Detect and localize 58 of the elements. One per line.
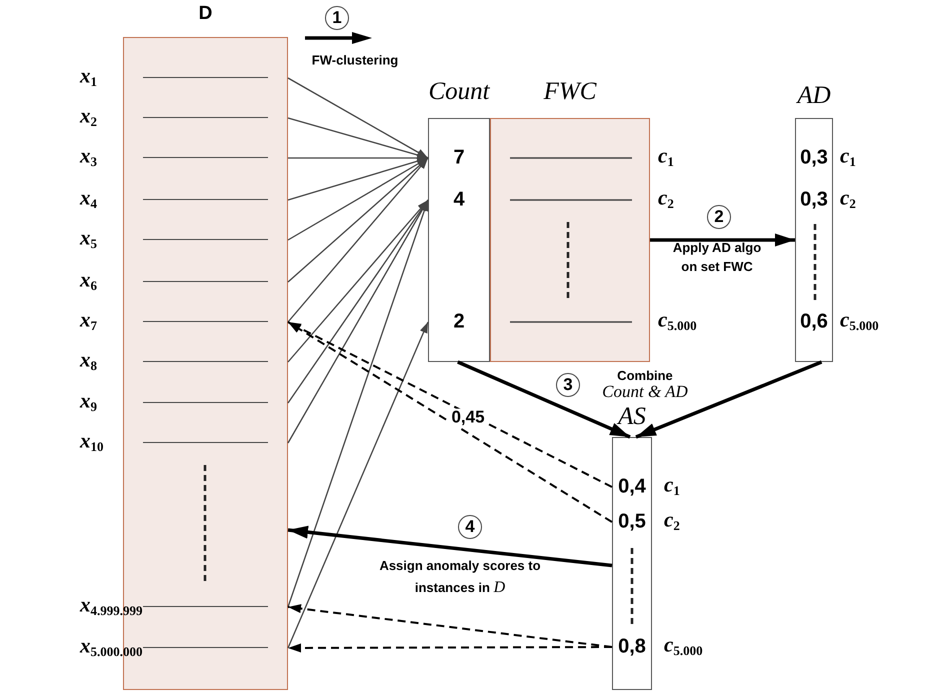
dashed-arrow: [288, 643, 612, 652]
row-label: x$_{2}$: [80, 103, 97, 130]
score-value: 0,3: [800, 188, 828, 212]
score-value: 0,6: [800, 310, 828, 334]
edge-label: Apply AD algo on set FWC: [672, 239, 762, 276]
score-value: 0,4: [618, 476, 646, 498]
arrow: [287, 200, 429, 444]
score-value: 0,5: [618, 510, 646, 534]
dashed-arrow: [287, 321, 613, 523]
step-number: 2: [707, 205, 731, 229]
cluster-label: c$_{2}$: [840, 185, 856, 212]
row-label: x$_{5}$: [80, 225, 97, 252]
arrow: [287, 322, 429, 648]
cluster-label: c$_{5.000}$: [664, 632, 703, 659]
step-number: 3: [556, 373, 580, 397]
edge-label: Assign anomaly scores to instances in D: [378, 556, 542, 598]
row-label: x$_{9}$: [80, 388, 97, 415]
cluster-label: c$_{1}$: [664, 472, 680, 499]
arrow: [288, 200, 428, 362]
count-value: 4: [453, 188, 465, 212]
score-value: 0,3: [800, 146, 828, 170]
cluster-label: c$_{2}$: [664, 507, 680, 534]
row-label: x$_{3}$: [80, 143, 97, 170]
row-label: x$_{1}$: [80, 63, 97, 90]
box-heading: Count: [428, 78, 490, 106]
box-heading: D: [198, 3, 212, 25]
step-number: 1: [325, 6, 349, 30]
step-label: Combine Count & AD: [602, 368, 688, 400]
row-label: x$_{6}$: [80, 267, 97, 294]
arrow: [288, 117, 428, 159]
arrow: [288, 77, 428, 159]
arrow: [288, 526, 612, 568]
count-value: 7: [453, 146, 465, 170]
row-label: x$_{8}$: [80, 347, 97, 374]
row-label: x$_{7}$: [80, 307, 97, 334]
arrow: [457, 360, 631, 439]
count-value: 2: [453, 310, 465, 334]
arrow: [635, 360, 822, 439]
edge-label: 0,45: [448, 408, 488, 428]
cluster-label: c$_{2}$: [658, 185, 674, 212]
cluster-label: c$_{5.000}$: [658, 307, 697, 334]
cluster-label: c$_{5.000}$: [840, 307, 879, 334]
arrow: [288, 158, 428, 322]
box-heading: AS: [618, 403, 646, 431]
step-number: 4: [458, 515, 482, 539]
cluster-label: c$_{1}$: [658, 143, 674, 170]
cluster-label: c$_{1}$: [840, 143, 856, 170]
row-label: x$_{4}$: [80, 185, 97, 212]
score-value: 0,8: [618, 636, 646, 658]
arrow: [288, 158, 428, 282]
arrow: [287, 200, 429, 404]
dashed-arrow: [288, 604, 612, 648]
box-heading: FWC: [544, 78, 596, 106]
box-heading: AD: [797, 82, 831, 110]
arrow: [650, 234, 795, 246]
row-label: x$_{10}$: [80, 428, 104, 455]
step-label: FW-clustering: [312, 52, 398, 68]
arrow: [287, 200, 429, 608]
